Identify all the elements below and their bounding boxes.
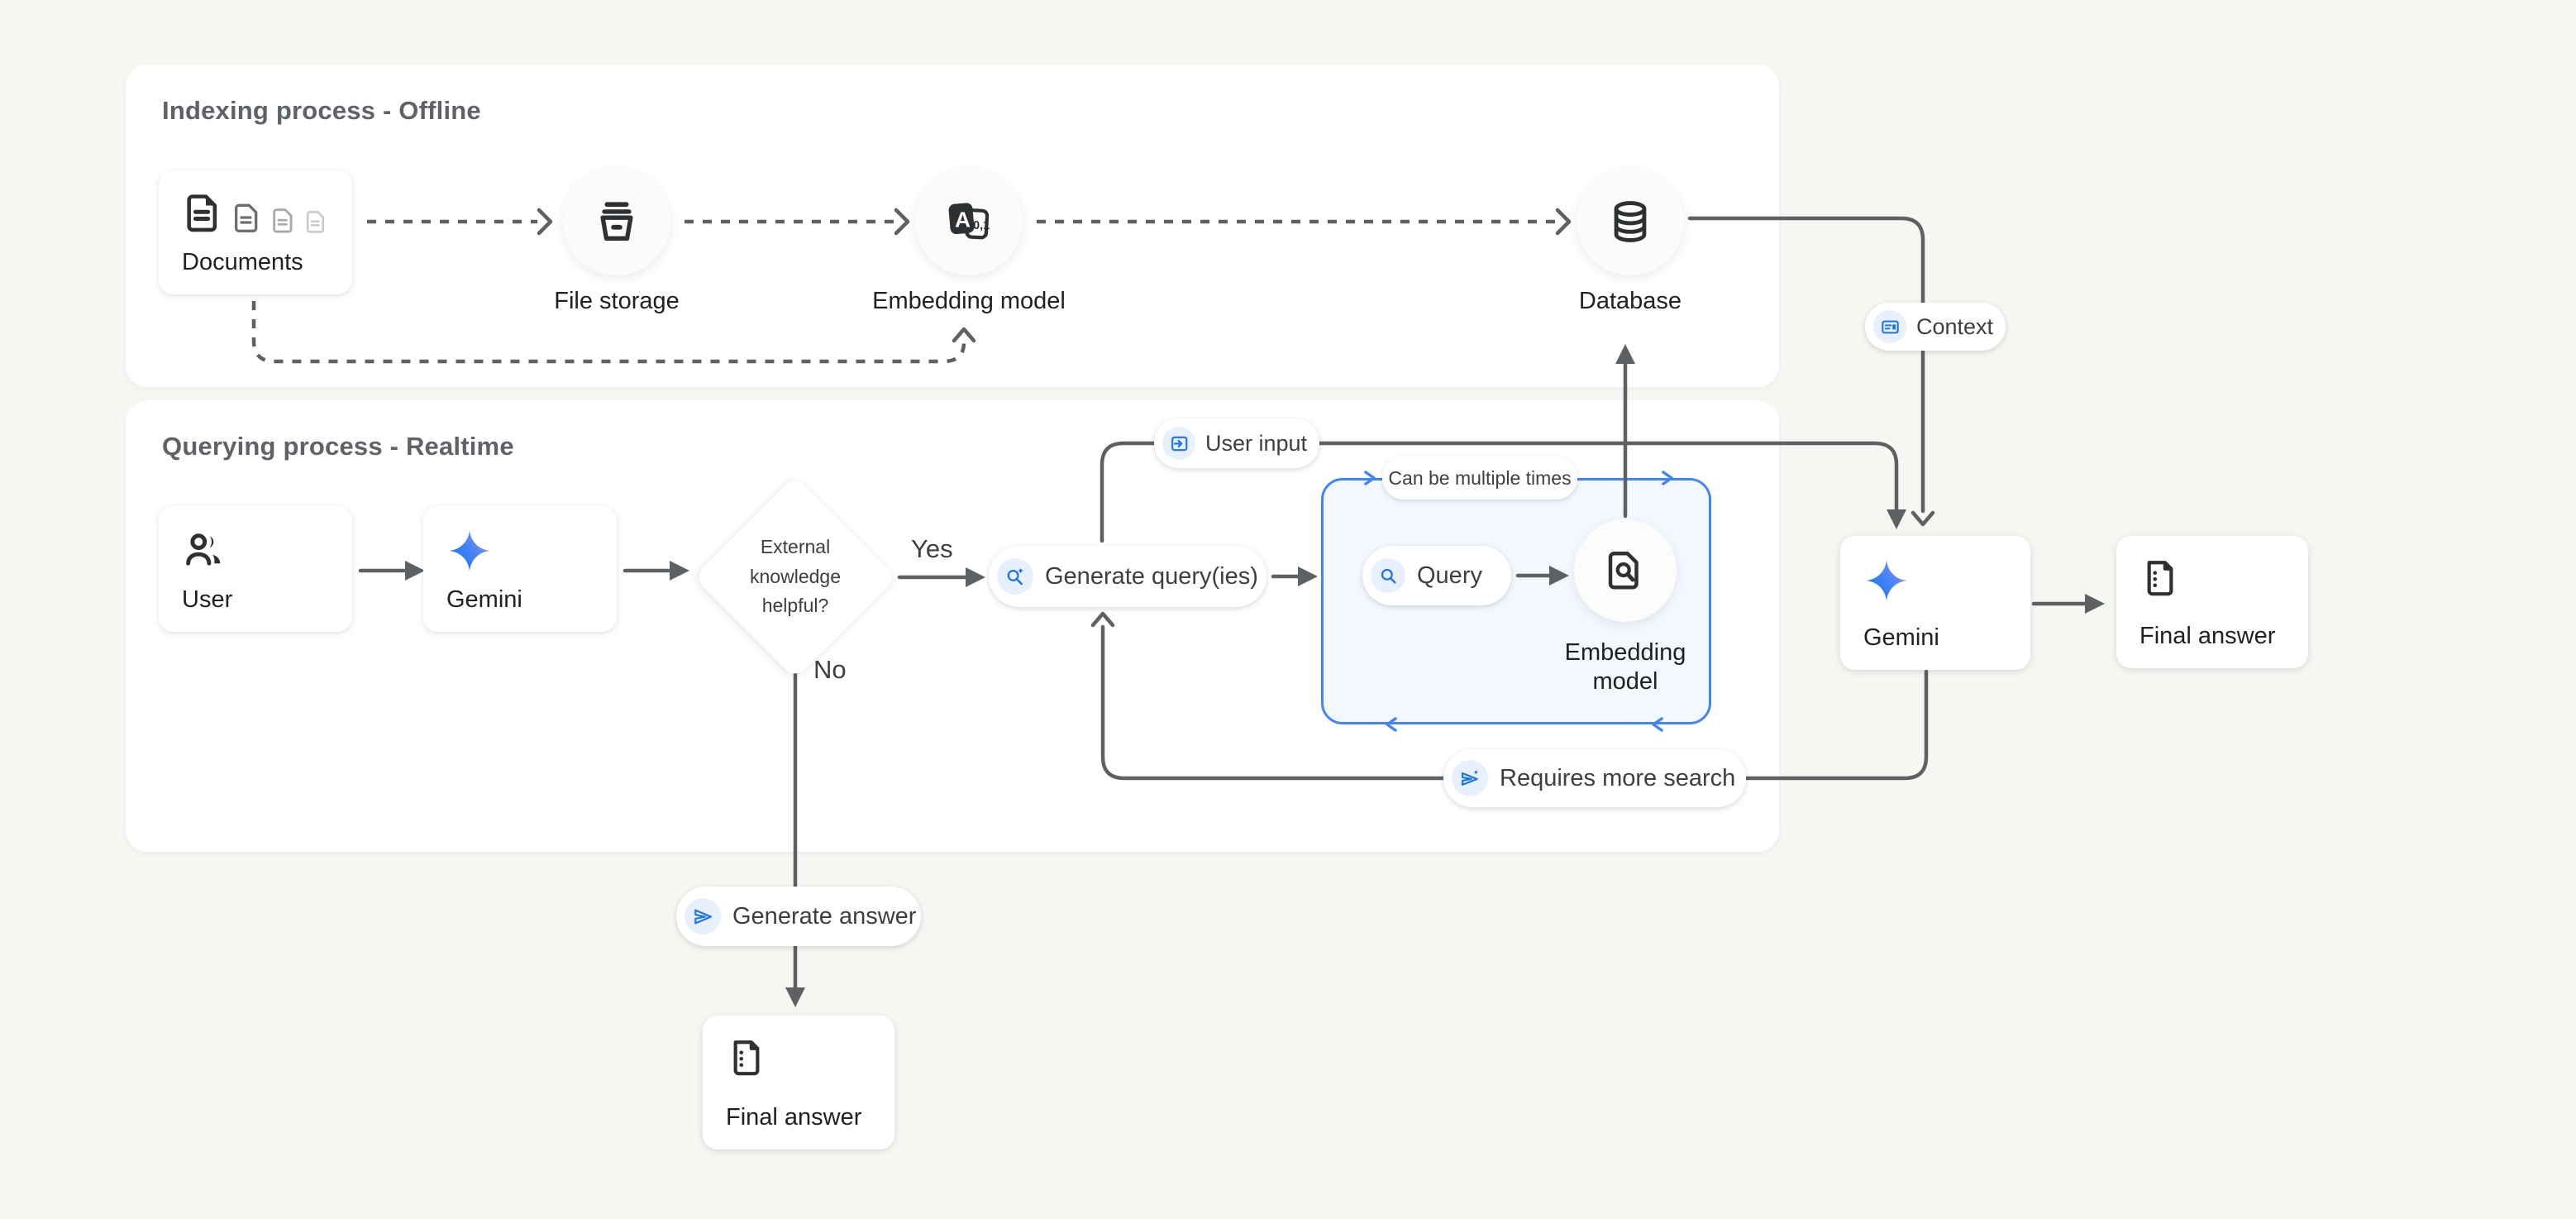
arrowhead bbox=[1911, 510, 1935, 527]
gemini-icon bbox=[1866, 560, 1907, 601]
requires-more-search-label: Requires more search bbox=[1500, 764, 1736, 791]
document-icon bbox=[187, 194, 217, 232]
final-answer-no-path-card: Final answer bbox=[703, 1016, 894, 1150]
final-answer-label: Final answer bbox=[2140, 623, 2276, 649]
decision-diamond: External knowledge helpful? bbox=[693, 475, 898, 680]
query-label: Query bbox=[1417, 562, 1482, 589]
generate-queries-pill: Generate query(ies) bbox=[989, 546, 1267, 607]
search-sparkle-icon bbox=[1007, 566, 1023, 585]
embedding-model-online-label: Embedding model bbox=[1564, 639, 1686, 695]
arrowhead bbox=[785, 987, 805, 1007]
arrowhead bbox=[2085, 594, 2105, 614]
document-icon bbox=[235, 203, 258, 232]
document-icon bbox=[273, 208, 293, 233]
loop-note-pill: Can be multiple times bbox=[1382, 457, 1577, 500]
embedding-model-online-node bbox=[1574, 519, 1677, 622]
decision-label: External knowledge helpful? bbox=[750, 536, 841, 617]
user-input-pill: User input bbox=[1154, 418, 1319, 468]
user-input-label: User input bbox=[1205, 430, 1308, 456]
documents-card: Documents bbox=[159, 170, 352, 294]
input-icon bbox=[1171, 436, 1187, 451]
database-node bbox=[1577, 168, 1684, 275]
embedding-model-offline-label: Embedding model bbox=[872, 288, 1066, 314]
embedding-model-offline-node: A 0,1 bbox=[915, 168, 1023, 275]
no-label: No bbox=[813, 655, 847, 684]
user-label: User bbox=[182, 586, 233, 613]
svg-text:A: A bbox=[955, 208, 971, 232]
context-pill: Context bbox=[1865, 303, 2006, 351]
document-icon bbox=[306, 211, 325, 233]
documents-label: Documents bbox=[182, 249, 303, 275]
database-icon bbox=[1614, 201, 1647, 242]
gemini-icon bbox=[449, 530, 490, 571]
user-card: User bbox=[159, 506, 352, 632]
final-answer-doc-icon bbox=[733, 1040, 760, 1076]
user-icon bbox=[186, 533, 221, 566]
search-icon bbox=[1381, 568, 1396, 584]
final-answer-no-path-label: Final answer bbox=[726, 1104, 862, 1131]
requires-more-search-pill: Requires more search bbox=[1443, 749, 1746, 807]
generate-answer-pill: Generate answer bbox=[676, 887, 921, 946]
context-bubble bbox=[1873, 310, 1906, 343]
query-pill: Query bbox=[1362, 546, 1511, 605]
final-answer-card: Final answer bbox=[2116, 536, 2308, 668]
svg-text:0,1: 0,1 bbox=[973, 219, 990, 232]
arrowhead bbox=[1887, 509, 1906, 529]
send-sparkle-icon bbox=[1461, 769, 1478, 786]
context-label: Context bbox=[1916, 313, 1994, 339]
gemini-final-label: Gemini bbox=[1863, 624, 1939, 651]
file-storage-node bbox=[563, 168, 670, 275]
yes-label: Yes bbox=[911, 534, 953, 563]
file-storage-icon bbox=[600, 202, 633, 241]
final-answer-doc-icon bbox=[2147, 561, 2173, 596]
gemini-card: Gemini bbox=[423, 506, 617, 632]
generate-queries-label: Generate query(ies) bbox=[1045, 562, 1258, 590]
database-label: Database bbox=[1578, 288, 1682, 314]
file-storage-label: File storage bbox=[554, 288, 680, 314]
send-icon bbox=[694, 909, 712, 924]
generate-answer-label: Generate answer bbox=[732, 902, 917, 930]
context-card-icon bbox=[1881, 320, 1899, 333]
documents-icons bbox=[182, 192, 329, 235]
embedding-model-icon: A 0,1 bbox=[948, 203, 990, 240]
gemini-label: Gemini bbox=[446, 586, 522, 613]
search-sparkle-bubble bbox=[997, 558, 1033, 595]
document-search-icon bbox=[1608, 552, 1639, 590]
search-bubble bbox=[1371, 558, 1405, 593]
gemini-final-card: Gemini bbox=[1840, 536, 2030, 670]
querying-panel-title: Querying process - Realtime bbox=[162, 432, 514, 461]
indexing-panel-title: Indexing process - Offline bbox=[162, 96, 481, 125]
send-bubble bbox=[685, 898, 721, 935]
send-sparkle-bubble bbox=[1452, 760, 1488, 796]
input-bubble bbox=[1162, 427, 1195, 460]
